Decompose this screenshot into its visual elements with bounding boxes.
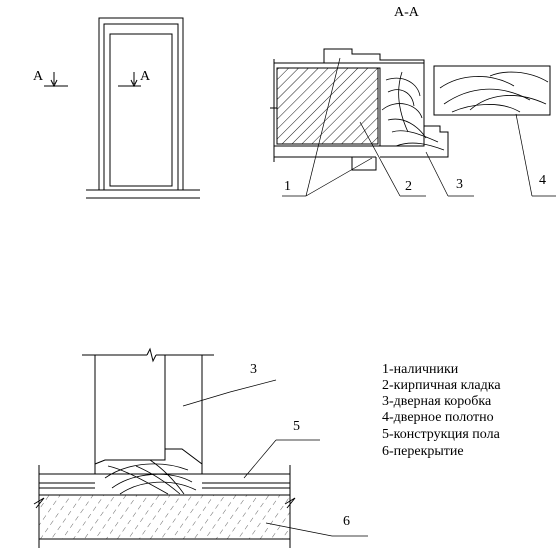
threshold-callout-3: 3: [250, 362, 257, 377]
threshold-callout-5: 5: [293, 419, 300, 434]
section-aa-callout-4: 4: [539, 173, 546, 188]
door-elevation: [44, 17, 200, 199]
legend-item: 5-конструкция пола: [382, 427, 501, 442]
legend-item: 1-наличники: [382, 362, 459, 377]
legend: 1-наличники 2-кирпичная кладка 3-дверная…: [382, 362, 501, 459]
legend-item: 4-дверное полотно: [382, 410, 494, 425]
section-aa-title: А-А: [394, 5, 420, 20]
floor-slab: [39, 495, 290, 539]
threshold-section-drawing: [33, 347, 368, 548]
legend-item: 6-перекрытие: [382, 444, 464, 459]
section-aa-callout-2: 2: [405, 179, 412, 194]
cut-marker-right: A: [140, 69, 151, 84]
threshold-callout-6: 6: [343, 514, 350, 529]
section-aa-drawing: [270, 48, 556, 197]
brick-masonry: [277, 68, 378, 144]
cut-marker-left: A: [33, 69, 44, 84]
legend-item: 3-дверная коробка: [382, 394, 492, 409]
section-aa-callout-3: 3: [456, 177, 463, 192]
section-aa-callout-1: 1: [284, 179, 291, 194]
legend-item: 2-кирпичная кладка: [382, 378, 501, 393]
door-leaf: [433, 65, 551, 116]
